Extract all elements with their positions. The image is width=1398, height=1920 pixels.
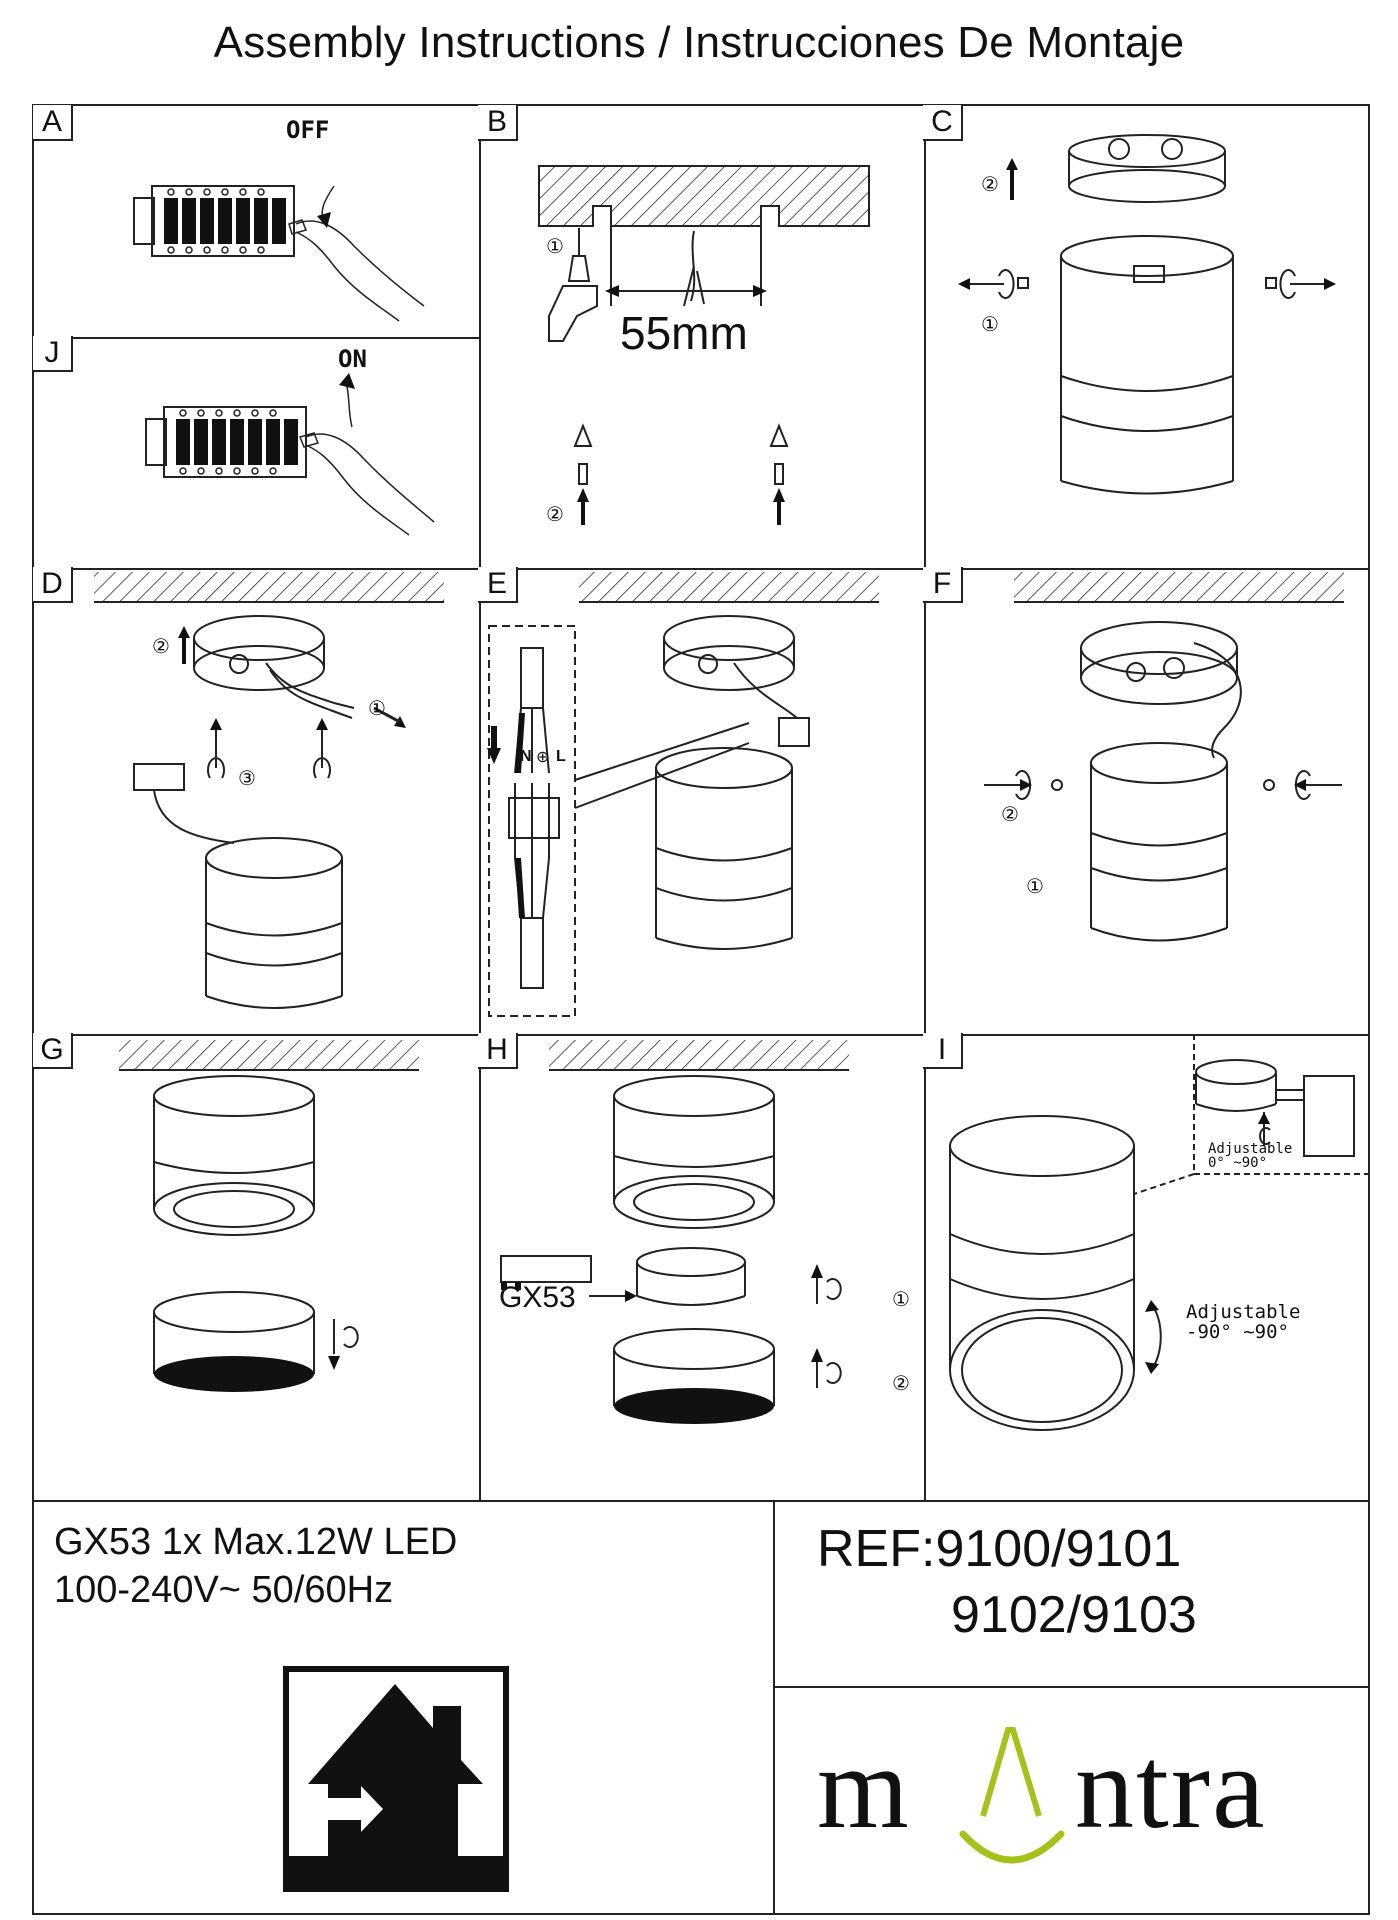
spec-section: GX53 1x Max.12W LED 100-240V~ 50/60Hz [34, 1500, 773, 1915]
page-title: Assembly Instructions / Instrucciones De… [213, 18, 1185, 67]
divider [34, 337, 479, 339]
reference-line-2: 9102/9103 [951, 1586, 1197, 1644]
gx53-label: GX53 [499, 1281, 576, 1314]
brand-logo-right: ntra [1075, 1722, 1267, 1853]
wiring-illustration [487, 572, 879, 1017]
reference-line-1: REF:9100/9101 [817, 1520, 1182, 1578]
panel-f: F [923, 567, 1370, 1034]
on-label: ON [338, 345, 367, 373]
fixture-attach-illustration [984, 572, 1344, 942]
step-2-marker: ② [152, 636, 170, 658]
brand-logo-mark [959, 1727, 1065, 1864]
divider [773, 1686, 1370, 1688]
panel-label: C [923, 105, 963, 141]
panel-label: H [478, 1033, 518, 1069]
panel-e: E [478, 567, 924, 1034]
indoor-use-icon [283, 1666, 509, 1892]
divider [773, 1500, 775, 1915]
panel-label: F [923, 567, 963, 603]
distance-label: 55mm [620, 307, 748, 359]
spec-lamp: GX53 1x Max.12W LED [54, 1521, 458, 1563]
mounting-plate-illustration [94, 572, 444, 1009]
off-label: OFF [286, 116, 330, 144]
fixture-disassembly-illustration [958, 134, 1336, 495]
divider [479, 106, 481, 1500]
panel-label: I [923, 1033, 963, 1069]
terminal-earth-label: ⊕ [536, 749, 550, 766]
step-1-marker: ① [368, 698, 386, 720]
step-2-marker: ② [981, 174, 999, 196]
divider [34, 1034, 1370, 1036]
step-1-marker: ① [1026, 876, 1044, 898]
panel-h: H [478, 1033, 924, 1500]
panel-d: D [33, 567, 479, 1034]
step-2-marker: ② [892, 1373, 910, 1395]
adjust-wall-range: 0° ~90° [1208, 1155, 1268, 1171]
cover-install-illustration [119, 1040, 419, 1392]
reference-section: REF:9100/9101 9102/9103 [775, 1500, 1370, 1686]
panel-label: B [478, 105, 518, 141]
panel-g: G [33, 1033, 479, 1500]
step-2-marker: ② [546, 504, 564, 526]
panel-i: I Adjustable [923, 1033, 1370, 1500]
spec-voltage: 100-240V~ 50/60Hz [54, 1569, 394, 1611]
step-3-marker: ③ [238, 768, 256, 790]
divider [924, 106, 926, 1500]
terminal-l-label: L [556, 748, 566, 765]
adjust-wall-label: Adjustable [1208, 1141, 1293, 1157]
lamp-install-illustration [500, 1040, 849, 1424]
terminal-n-label: N [520, 748, 532, 765]
adjustment-illustration [949, 1034, 1370, 1431]
divider [34, 1500, 1370, 1502]
brand-logo-left: m [817, 1722, 911, 1853]
panel-a: A OFF [33, 105, 479, 337]
panel-label: J [33, 336, 73, 372]
step-1-marker: ① [546, 236, 564, 258]
panel-label: A [33, 105, 73, 141]
breaker-on-illustration [145, 373, 435, 536]
panel-label: E [478, 567, 518, 603]
instructions-grid: A OFF J [32, 104, 1370, 1915]
adjust-head-range: -90° ~90° [1186, 1321, 1289, 1343]
step-1-marker: ① [892, 1289, 910, 1311]
adjust-head-label: Adjustable [1186, 1301, 1301, 1323]
panel-label: D [33, 567, 73, 603]
panel-b: B 55mm [478, 105, 924, 568]
panel-label: G [33, 1033, 73, 1069]
step-2-marker: ② [1001, 804, 1019, 826]
breaker-off-illustration [133, 185, 425, 322]
brand-section: m ntra [775, 1688, 1370, 1915]
panel-c: C ② ① [923, 105, 1370, 568]
step-1-marker: ① [981, 314, 999, 336]
divider [34, 568, 1370, 570]
drilling-illustration [538, 165, 870, 525]
panel-j: J ON [33, 336, 479, 568]
